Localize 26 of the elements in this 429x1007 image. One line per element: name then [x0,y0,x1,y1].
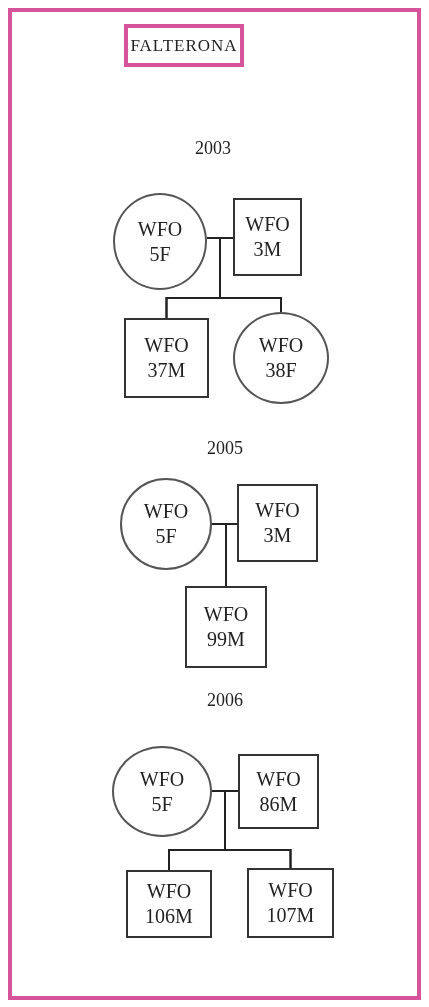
male-square [247,868,334,938]
year-label: 2003 [195,138,231,159]
male-square [238,754,319,829]
individual-label: WFO 107M [265,878,316,928]
year-label: 2005 [207,438,243,459]
individual-label: WFO 5F [136,216,184,267]
title-text: FALTERONA [130,35,238,57]
male-square [233,198,302,276]
descent-line [219,237,282,313]
individual-label: WFO 86M [255,766,302,817]
individual-label: WFO 5F [138,766,186,817]
individual-label: WFO 5F [142,499,190,549]
male-square [185,586,267,668]
title-box [124,24,244,67]
year-label: 2006 [207,690,243,711]
individual-label: WFO 3M [254,498,301,548]
male-square [126,870,212,938]
individual-label: WFO 99M [202,602,250,652]
descent-line [224,790,292,869]
male-square [124,318,209,398]
individual-label: WFO 38F [257,333,305,383]
individual-label: WFO 37M [143,333,190,383]
individual-label: WFO 106M [144,879,194,929]
male-square [237,484,318,562]
individual-label: WFO 3M [244,212,291,262]
descent-line [224,523,238,587]
